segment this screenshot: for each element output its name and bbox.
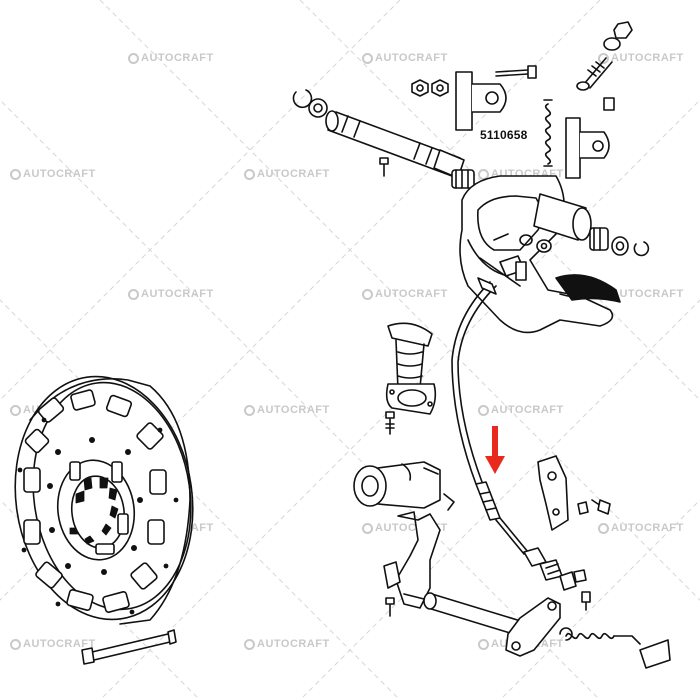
watermark: AUTOCRAFT bbox=[362, 288, 448, 300]
pivot-bracket bbox=[565, 117, 610, 179]
bushing bbox=[589, 227, 609, 251]
pin bbox=[603, 97, 615, 111]
washer bbox=[577, 501, 589, 515]
return-spring bbox=[543, 99, 553, 167]
cable-clamp bbox=[499, 255, 527, 281]
gasket bbox=[385, 383, 437, 415]
threaded-stud bbox=[576, 57, 613, 91]
bolt bbox=[495, 69, 529, 73]
washer bbox=[308, 98, 328, 118]
bushing bbox=[451, 169, 475, 189]
tension-spring bbox=[559, 627, 641, 645]
clutch-cable bbox=[451, 277, 563, 581]
release-bearing-carrier bbox=[353, 461, 441, 509]
clutch-housing bbox=[459, 175, 621, 334]
anchor-bracket bbox=[537, 455, 569, 531]
nut bbox=[536, 239, 552, 253]
bolt bbox=[385, 597, 395, 617]
nut bbox=[431, 79, 449, 97]
bolt bbox=[385, 411, 395, 435]
nut bbox=[613, 21, 633, 39]
highlight-arrow bbox=[485, 426, 505, 474]
washer bbox=[519, 234, 533, 246]
watermark: AUTOCRAFT bbox=[244, 404, 330, 416]
pin bbox=[493, 233, 509, 241]
spring-clip bbox=[443, 493, 455, 511]
long-bolt bbox=[81, 629, 177, 665]
operating-lever bbox=[423, 592, 561, 657]
pivot-bracket bbox=[455, 71, 507, 131]
stop-plate bbox=[639, 639, 671, 669]
watermark: AUTOCRAFT bbox=[10, 168, 96, 180]
rubber-boot bbox=[387, 322, 433, 394]
watermark: AUTOCRAFT bbox=[128, 288, 214, 300]
circlip bbox=[633, 241, 650, 257]
washer bbox=[603, 37, 621, 51]
release-fork bbox=[383, 511, 441, 609]
watermark: AUTOCRAFT bbox=[128, 52, 214, 64]
watermark: AUTOCRAFT bbox=[10, 638, 96, 650]
cross-shaft bbox=[325, 110, 465, 179]
watermark: AUTOCRAFT bbox=[478, 404, 564, 416]
cable-clevis bbox=[559, 571, 577, 591]
watermark: AUTOCRAFT bbox=[244, 168, 330, 180]
watermark: AUTOCRAFT bbox=[598, 52, 684, 64]
washer bbox=[611, 236, 629, 256]
bolt bbox=[581, 591, 591, 611]
watermark: AUTOCRAFT bbox=[362, 52, 448, 64]
circlip bbox=[292, 89, 313, 109]
watermark: AUTOCRAFT bbox=[598, 522, 684, 534]
nut bbox=[411, 79, 429, 97]
grease-nipple bbox=[379, 157, 389, 177]
watermark: AUTOCRAFT bbox=[244, 638, 330, 650]
part-number-label: 5110658 bbox=[480, 128, 528, 142]
clutch-disc bbox=[14, 375, 194, 625]
